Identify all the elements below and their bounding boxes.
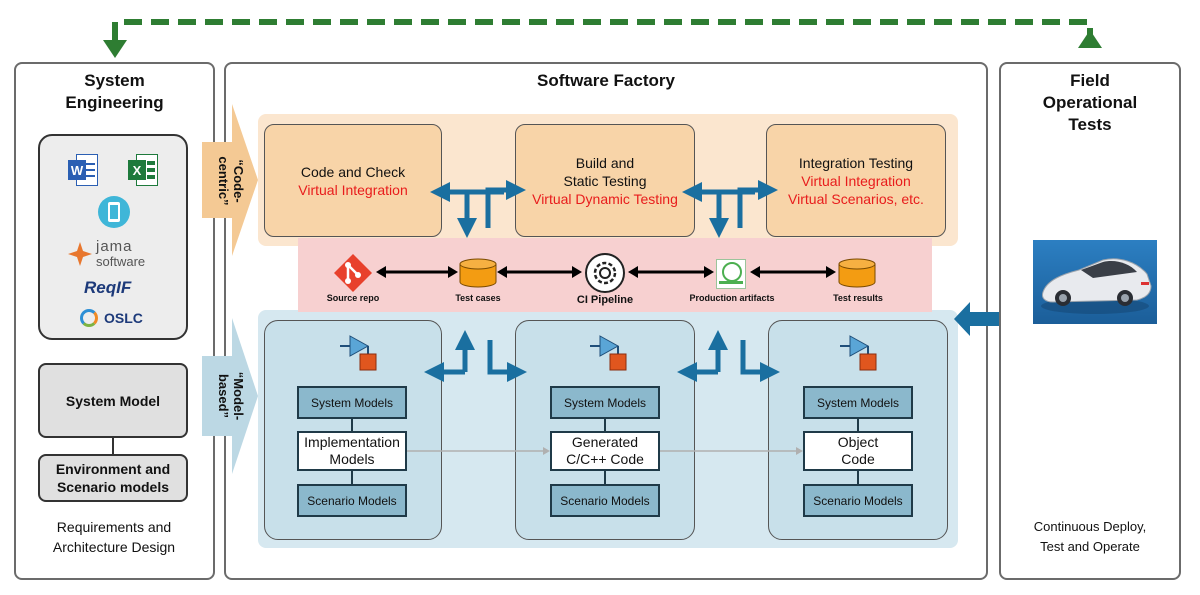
scenario-models-1: Scenario Models xyxy=(297,484,407,517)
code-and-check-box: Code and Check Virtual Integration xyxy=(264,124,442,237)
doors-icon xyxy=(98,196,130,228)
model-icon-1 xyxy=(340,335,377,371)
build-title-2: Static Testing xyxy=(563,172,647,189)
tools-group: W X jama software ReqIF OSLC xyxy=(38,134,188,340)
build-static-testing-box: Build and Static Testing Virtual Dynamic… xyxy=(515,124,695,237)
field-title-2: Operational xyxy=(1042,93,1138,112)
field-caption-line2: Test and Operate xyxy=(1040,539,1140,554)
field-caption: Continuous Deploy, Test and Operate xyxy=(1003,517,1177,557)
system-models-1: System Models xyxy=(297,386,407,419)
ci-pipeline-gear-icon xyxy=(585,253,625,293)
oslc-logo: OSLC xyxy=(80,308,170,330)
model-based-chevron xyxy=(202,318,258,474)
integration-testing-box: Integration Testing Virtual Integration … xyxy=(766,124,946,237)
build-red: Virtual Dynamic Testing xyxy=(532,190,678,207)
system-engineering-title-1: System xyxy=(84,71,145,90)
git-icon xyxy=(334,254,372,292)
code-centric-chevron xyxy=(202,104,258,256)
system-model-label: System Model xyxy=(65,392,161,409)
test-results-icon xyxy=(838,258,876,288)
code-and-check-red: Virtual Integration xyxy=(298,181,408,198)
requirements-line2: Architecture Design xyxy=(52,539,176,555)
build-title-1: Build and xyxy=(575,154,635,171)
model-icon-3 xyxy=(840,335,877,371)
car-image xyxy=(1033,240,1157,324)
test-cases-label: Test cases xyxy=(455,293,501,303)
requirements-line1: Requirements and xyxy=(56,519,172,535)
source-repo-label: Source repo xyxy=(326,293,380,303)
environment-scenario-box: Environment and Scenario models xyxy=(38,454,188,502)
field-title-3: Tests xyxy=(1068,115,1112,134)
requirements-caption: Requirements and Architecture Design xyxy=(20,517,208,557)
system-models-2: System Models xyxy=(550,386,660,419)
reqif-logo: ReqIF xyxy=(84,278,132,297)
environment-scenario-line2: Scenario models xyxy=(56,479,170,495)
code-and-check-title: Code and Check xyxy=(300,163,406,180)
jama-logo: jama software xyxy=(68,238,168,272)
system-model-connector xyxy=(112,438,114,454)
software-factory-title: Software Factory xyxy=(537,71,675,90)
artifacts-icon xyxy=(716,259,746,289)
integration-red-1: Virtual Integration xyxy=(801,172,911,189)
field-title-1: Field xyxy=(1070,71,1110,90)
integration-red-2: Virtual Scenarios, etc. xyxy=(788,190,924,207)
test-results-label: Test results xyxy=(833,293,883,303)
scenario-models-3: Scenario Models xyxy=(803,484,913,517)
system-models-3: System Models xyxy=(803,386,913,419)
system-model-box: System Model xyxy=(38,363,188,438)
word-icon: W xyxy=(68,154,100,186)
test-cases-icon xyxy=(459,258,497,288)
model-icon-2 xyxy=(590,335,627,371)
environment-scenario-line1: Environment and xyxy=(55,461,171,477)
integration-title: Integration Testing xyxy=(798,154,914,171)
ci-pipeline-label: CI Pipeline xyxy=(576,294,634,306)
scenario-models-2: Scenario Models xyxy=(550,484,660,517)
production-artifacts-label: Production artifacts xyxy=(689,293,775,303)
field-caption-line1: Continuous Deploy, xyxy=(1033,519,1147,534)
excel-icon: X xyxy=(128,154,160,186)
system-engineering-title-2: Engineering xyxy=(65,93,164,112)
feedback-loop-arrow xyxy=(103,19,1102,58)
